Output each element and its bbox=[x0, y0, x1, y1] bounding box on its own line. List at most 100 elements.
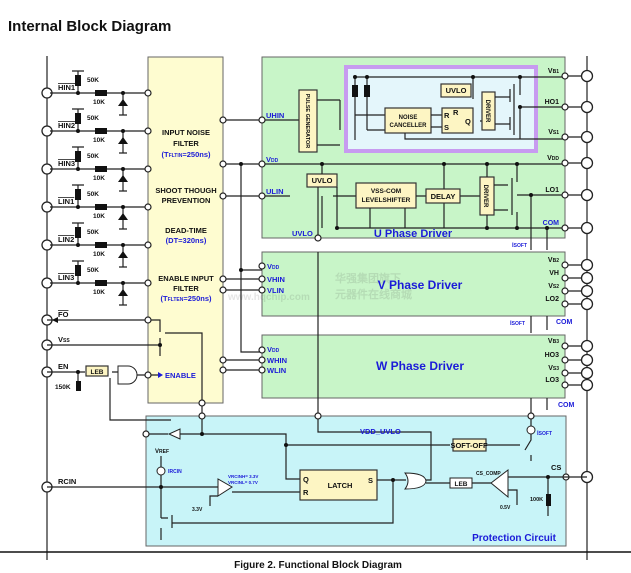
svg-text:VS3: VS3 bbox=[548, 365, 559, 372]
svg-text:ENABLE INPUT: ENABLE INPUT bbox=[158, 274, 214, 283]
pin-en[interactable]: EN bbox=[41, 362, 68, 378]
svg-text:LIN3: LIN3 bbox=[58, 273, 74, 282]
svg-text:VDD_UVLO: VDD_UVLO bbox=[360, 427, 401, 436]
svg-text:COM: COM bbox=[558, 402, 575, 409]
pin-ho3[interactable]: HO3 bbox=[545, 352, 594, 367]
svg-text:50K: 50K bbox=[87, 153, 99, 160]
svg-text:50K: 50K bbox=[87, 267, 99, 274]
pin-ho1[interactable]: HO1 bbox=[545, 99, 594, 114]
svg-text:50K: 50K bbox=[87, 77, 99, 84]
svg-text:ENABLE: ENABLE bbox=[165, 371, 196, 380]
svg-text:VRCINL= 0.7V: VRCINL= 0.7V bbox=[228, 480, 258, 485]
rcin-comparator bbox=[217, 478, 233, 497]
svg-text:HIN1: HIN1 bbox=[58, 83, 75, 92]
svg-text:R: R bbox=[444, 111, 450, 120]
svg-text:0.5V: 0.5V bbox=[500, 505, 511, 511]
svg-text:LO3: LO3 bbox=[545, 377, 559, 384]
svg-text:3.3V: 3.3V bbox=[192, 507, 203, 513]
svg-text:SOFT-OFF: SOFT-OFF bbox=[450, 441, 487, 450]
svg-text:ISOFT: ISOFT bbox=[512, 243, 527, 249]
pin-lin1[interactable]: LIN1 bbox=[41, 197, 74, 213]
pin-vss[interactable]: VSS bbox=[41, 335, 70, 351]
svg-text:LATCH: LATCH bbox=[328, 481, 353, 490]
svg-text:IRCIN: IRCIN bbox=[168, 469, 182, 475]
input-channels: HIN150K10KHIN250K10KHIN350K10KLIN150K10K… bbox=[41, 70, 152, 493]
svg-text:FO: FO bbox=[58, 310, 69, 319]
svg-text:LEB: LEB bbox=[91, 369, 104, 376]
svg-text:CANCELLER: CANCELLER bbox=[390, 123, 428, 129]
svg-text:10K: 10K bbox=[93, 289, 105, 296]
pin-hin1[interactable]: HIN1 bbox=[41, 83, 75, 99]
svg-text:RCIN: RCIN bbox=[58, 477, 76, 486]
svg-text:10K: 10K bbox=[93, 137, 105, 144]
cs-comparator bbox=[490, 468, 509, 499]
svg-text:VRCINH= 3.3V: VRCINH= 3.3V bbox=[228, 474, 258, 479]
pin-com[interactable]: COM bbox=[543, 220, 594, 235]
protection-latch bbox=[299, 469, 378, 501]
svg-text:WLIN: WLIN bbox=[267, 366, 286, 375]
pin-lin3[interactable]: LIN3 bbox=[41, 273, 74, 289]
svg-text:VB1: VB1 bbox=[548, 68, 559, 75]
svg-text:PREVENTION: PREVENTION bbox=[162, 196, 211, 205]
svg-text:INPUT NOISE: INPUT NOISE bbox=[162, 128, 210, 137]
pin-vh[interactable]: VH bbox=[549, 270, 594, 285]
svg-text:LEVELSHIFTER: LEVELSHIFTER bbox=[362, 197, 411, 204]
pin-lo2[interactable]: LO2 bbox=[545, 296, 594, 311]
svg-text:UVLO: UVLO bbox=[312, 176, 333, 185]
svg-text:10K: 10K bbox=[93, 175, 105, 182]
svg-text:LO2: LO2 bbox=[545, 296, 559, 303]
pin-vdd[interactable]: VDD bbox=[547, 155, 594, 170]
svg-text:HIN3: HIN3 bbox=[58, 159, 75, 168]
pin-lo3[interactable]: LO3 bbox=[545, 377, 594, 392]
pin-vs1[interactable]: VS1 bbox=[548, 129, 594, 144]
svg-text:Q: Q bbox=[465, 117, 471, 126]
svg-text:R: R bbox=[453, 108, 459, 117]
u-phase-title: U Phase Driver bbox=[374, 228, 453, 240]
svg-text:CS_COMP: CS_COMP bbox=[476, 471, 501, 477]
svg-text:VDD: VDD bbox=[267, 345, 280, 354]
svg-text:LIN2: LIN2 bbox=[58, 235, 74, 244]
pin-vb2[interactable]: VB2 bbox=[548, 257, 594, 272]
svg-text:VB3: VB3 bbox=[548, 338, 559, 345]
leb-cs bbox=[449, 477, 473, 489]
svg-text:50K: 50K bbox=[87, 191, 99, 198]
svg-text:DRIVER: DRIVER bbox=[484, 100, 490, 123]
svg-text:COM: COM bbox=[543, 220, 560, 227]
pin-vs2[interactable]: VS2 bbox=[548, 283, 594, 298]
svg-text:150K: 150K bbox=[55, 384, 71, 391]
svg-text:元器件在线商城: 元器件在线商城 bbox=[335, 287, 412, 301]
svg-text:ISOFT: ISOFT bbox=[537, 431, 552, 437]
svg-text:100K: 100K bbox=[530, 497, 543, 503]
input-rc-network: 50K 10K bbox=[50, 146, 152, 192]
pulse-generator bbox=[298, 89, 318, 153]
svg-text:VDD: VDD bbox=[266, 155, 279, 164]
watermark: 华强集团旗下 元器件在线商城 www.hqchip.com bbox=[227, 271, 412, 303]
svg-text:华强集团旗下: 华强集团旗下 bbox=[335, 271, 401, 285]
pin-vs3[interactable]: VS3 bbox=[548, 365, 594, 380]
svg-text:VREF: VREF bbox=[155, 449, 169, 455]
protection-title: Protection Circuit bbox=[472, 533, 557, 544]
svg-text:VHIN: VHIN bbox=[267, 275, 285, 284]
protection-contents: VDD_UVLO SOFT-OFF ISOFT VREF IRCIN VRCIN… bbox=[47, 412, 587, 544]
svg-text:SHOOT THOUGH: SHOOT THOUGH bbox=[155, 186, 216, 195]
pin-vb1[interactable]: VB1 bbox=[548, 68, 594, 83]
soft-off-block bbox=[452, 438, 487, 452]
svg-text:PULSE GENERATOR: PULSE GENERATOR bbox=[304, 94, 310, 149]
svg-text:NOISE: NOISE bbox=[399, 115, 418, 121]
w-phase-contents: VDD WHIN WLIN W Phase Driver COM bbox=[267, 345, 575, 409]
and-gate bbox=[117, 365, 138, 385]
svg-text:DELAY: DELAY bbox=[431, 192, 456, 201]
uvlo-high bbox=[440, 83, 472, 98]
pin-vb3[interactable]: VB3 bbox=[548, 338, 594, 353]
figure-caption: Figure 2. Functional Block Diagram bbox=[234, 560, 402, 571]
svg-text:VLIN: VLIN bbox=[267, 286, 284, 295]
svg-text:HO1: HO1 bbox=[545, 99, 560, 106]
pin-fo[interactable]: FO bbox=[41, 310, 69, 326]
svg-text:R: R bbox=[303, 488, 309, 497]
pin-lo1[interactable]: LO1 bbox=[545, 187, 594, 202]
svg-text:50K: 50K bbox=[87, 115, 99, 122]
svg-text:UVLO: UVLO bbox=[446, 86, 467, 95]
svg-text:DRIVER: DRIVER bbox=[482, 185, 488, 208]
